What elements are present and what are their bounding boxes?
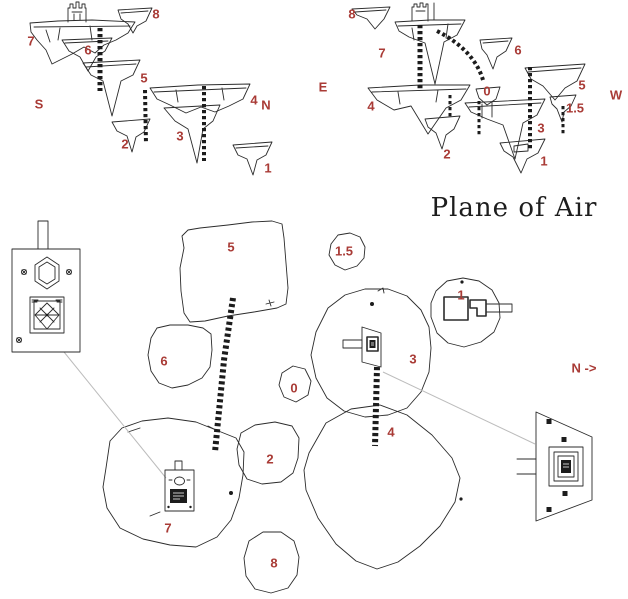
sv-right-label-0: 0 — [483, 83, 491, 99]
page-title: Plane of Air — [430, 193, 598, 223]
sv-right-label-1-5: 1.5 — [565, 100, 585, 116]
map-label-0: 0 — [290, 380, 298, 396]
map-island-1-5-outline — [328, 232, 366, 271]
panel-pole — [37, 220, 49, 250]
sv-right-tower-icon — [411, 2, 435, 22]
map-island-8-outline — [243, 531, 300, 594]
map-island-1-building — [443, 296, 513, 321]
top-down-map-drawing — [63, 220, 537, 594]
sv-left-tower-icon — [67, 1, 87, 23]
pedestal-top-icon — [548, 446, 584, 487]
north-indicator: N -> — [571, 360, 597, 376]
compass-west: W — [609, 87, 623, 103]
sv-right-label-4: 4 — [367, 98, 375, 114]
sv-right-island-5 — [524, 63, 586, 101]
bolt-icons — [546, 419, 568, 512]
sv-left-label-8: 8 — [152, 6, 160, 22]
bolt-icons — [15, 268, 73, 344]
sv-right-island-1 — [499, 138, 546, 174]
panel-body — [535, 411, 593, 522]
sv-left-label-2: 2 — [121, 136, 129, 152]
sv-right-island-8 — [351, 6, 391, 30]
map-island-7-outline — [102, 417, 245, 548]
teleport-device-island-3 — [342, 326, 382, 368]
map-island-6-outline — [147, 324, 213, 389]
sv-right-island-3 — [464, 98, 546, 160]
map-dot-island-1 — [460, 280, 464, 284]
sv-right-island-6 — [479, 37, 513, 70]
map-island-2-outline — [236, 421, 300, 485]
sv-right-label-6: 6 — [514, 42, 522, 58]
hexagon-icon — [34, 256, 60, 290]
map-dot-island-7 — [229, 491, 233, 495]
sv-left-label-5: 5 — [140, 70, 148, 86]
compass-north: N — [261, 97, 271, 113]
sv-right-label-8: 8 — [348, 6, 356, 22]
map-label-8: 8 — [270, 555, 278, 571]
map-island-1-outline — [430, 277, 501, 348]
right-detail-panel — [535, 411, 593, 522]
panel-body — [11, 248, 81, 353]
sv-left-label-4: 4 — [250, 92, 258, 108]
sv-right-island-7 — [394, 19, 466, 85]
map-label-2: 2 — [266, 451, 274, 467]
map-island-5-outline — [179, 220, 289, 323]
sv-left-label-1: 1 — [264, 160, 272, 176]
sv-left-island-3 — [163, 104, 221, 164]
sv-right-island-2 — [424, 115, 461, 150]
sv-right-island-4 — [367, 84, 471, 135]
map-chain-5-to-7 — [212, 297, 236, 453]
teleport-device-island-7 — [164, 460, 195, 512]
sv-right-label-7: 7 — [378, 45, 386, 61]
sv-left-label-7: 7 — [27, 33, 35, 49]
sv-left-label-6: 6 — [84, 42, 92, 58]
map-island-0-outline — [278, 365, 312, 403]
sv-left-island-1 — [232, 141, 273, 176]
compass-east: E — [318, 79, 328, 95]
map-label-4: 4 — [387, 424, 395, 440]
right-side-view-drawing — [351, 2, 586, 174]
sv-left-island-7 — [29, 19, 136, 65]
sv-left-island-4 — [149, 83, 251, 114]
sv-right-label-5: 5 — [578, 77, 586, 93]
map-dot-island-3 — [370, 302, 374, 306]
left-side-view-drawing — [29, 1, 273, 176]
compass-south: S — [34, 96, 44, 112]
left-detail-panel — [11, 220, 81, 353]
gem-plate-icon — [29, 296, 65, 334]
sv-left-island-8 — [117, 7, 153, 34]
map-label-1-5: 1.5 — [334, 243, 354, 259]
map-island-4-outline — [303, 404, 461, 570]
map-label-1: 1 — [457, 287, 465, 303]
map-label-7: 7 — [164, 520, 172, 536]
callout-line-right-panel — [382, 371, 536, 445]
sv-left-label-3: 3 — [176, 128, 184, 144]
sv-left-chain-2 — [143, 89, 148, 145]
callout-line-left-panel — [63, 351, 167, 479]
map-dot-island-4 — [459, 497, 463, 501]
sv-right-label-3: 3 — [537, 120, 545, 136]
sv-right-label-2: 2 — [443, 146, 451, 162]
right-panel-tick-lines — [516, 458, 537, 475]
map-chain-3-to-4 — [372, 366, 380, 447]
map-island-3-outline — [310, 288, 432, 418]
sv-right-chain-curve — [436, 29, 485, 81]
map-label-6: 6 — [160, 353, 168, 369]
sv-left-island-2 — [111, 118, 151, 153]
sv-left-island-5 — [82, 59, 141, 117]
sv-right-island-1-5 — [549, 94, 577, 123]
map-label-5: 5 — [227, 239, 235, 255]
map-label-3: 3 — [409, 351, 417, 367]
sv-right-label-1: 1 — [540, 153, 548, 169]
